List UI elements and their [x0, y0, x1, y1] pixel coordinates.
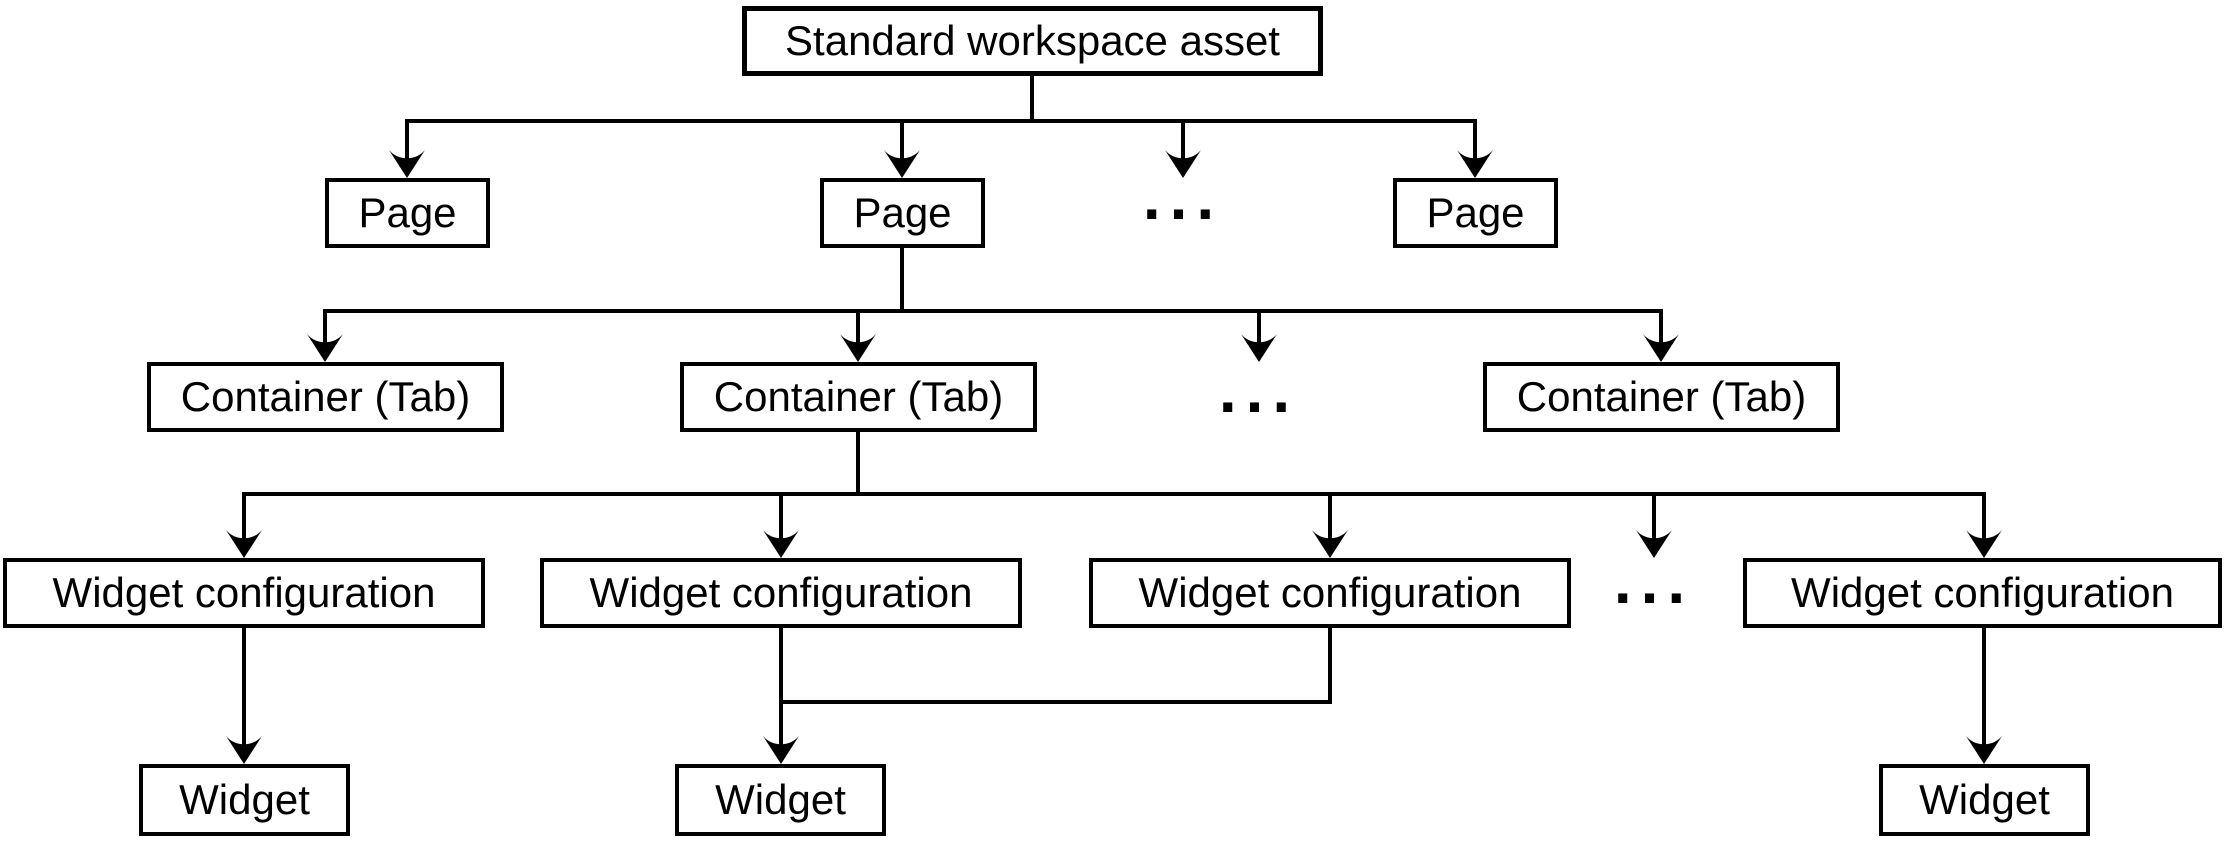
node-container-tab-1: Container (Tab): [147, 362, 504, 432]
node-page-2: Page: [820, 178, 985, 248]
connector-container-to-widget-configs: [242, 430, 1986, 548]
node-container-tab-3: Container (Tab): [1483, 362, 1840, 432]
connector-root-to-pages: [405, 74, 1477, 168]
connector-page-to-containers: [323, 246, 1663, 352]
node-widget-3: Widget: [1879, 764, 2090, 836]
node-widget-1: Widget: [139, 764, 350, 836]
node-page-3: Page: [1393, 178, 1558, 248]
node-widget-configuration-4: Widget configuration: [1743, 558, 2222, 628]
connector-configs23-to-widget2: [779, 626, 1332, 754]
node-container-tab-2: Container (Tab): [680, 362, 1037, 432]
node-page-1: Page: [325, 178, 490, 248]
node-standard-workspace-asset: Standard workspace asset: [742, 6, 1323, 76]
node-widget-configuration-2: Widget configuration: [540, 558, 1022, 628]
node-widget-configuration-3: Widget configuration: [1089, 558, 1571, 628]
node-widget-configuration-1: Widget configuration: [3, 558, 485, 628]
node-widget-2: Widget: [675, 764, 886, 836]
